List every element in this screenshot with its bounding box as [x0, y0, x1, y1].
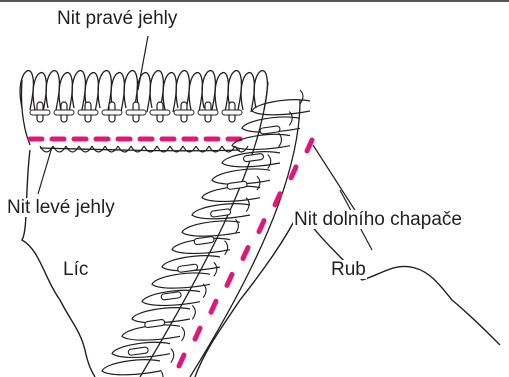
diag-scallop: [171, 348, 174, 362]
diag-thread-bar: [260, 126, 281, 135]
diag-scallop: [192, 305, 195, 319]
looper-loop: [163, 73, 176, 112]
thread-bar: [78, 110, 98, 115]
diag-edge-outer: [140, 82, 268, 377]
diag-thread-bar: [128, 347, 149, 356]
diag-needle-stitch: [291, 167, 296, 178]
leader-left-needle: [38, 147, 52, 194]
diag-loop: [182, 221, 240, 236]
scallop: [144, 146, 157, 152]
scallop: [131, 146, 144, 152]
thread-bar: [126, 110, 146, 115]
looper-loop: [189, 73, 202, 112]
thread-bar: [54, 110, 74, 115]
diag-scallop: [214, 262, 217, 276]
thread-bar: [30, 110, 50, 115]
label-face: Líc: [62, 260, 89, 279]
thread-bar: [102, 110, 122, 115]
label-left-needle-thread: Nit levé jehly: [6, 198, 116, 217]
diag-needle-stitch: [179, 355, 184, 366]
diag-needle-stitch: [195, 328, 200, 339]
diag-scallop: [182, 327, 185, 341]
diag-needle-stitch: [211, 301, 216, 312]
diag-thread-bar: [227, 181, 248, 190]
diag-thread-bar: [243, 153, 264, 162]
label-back: Rub: [330, 260, 367, 279]
diag-scallop: [160, 370, 163, 377]
diag-needle-stitch: [307, 140, 312, 151]
looper-loop: [72, 71, 85, 110]
scallop: [105, 146, 118, 152]
thread-bar: [150, 110, 170, 115]
diag-loop: [102, 360, 160, 375]
diag-thread-bar: [177, 264, 198, 273]
looper-loop: [46, 71, 59, 110]
label-right-needle-thread: Nit pravé jehly: [56, 9, 178, 28]
diag-needle-stitch: [243, 248, 248, 259]
diag-needle-stitch: [227, 274, 232, 285]
diagonal-seam: [102, 82, 312, 377]
diag-thread-bar: [194, 236, 215, 245]
horizontal-seam: [20, 71, 267, 152]
thread-bar: [174, 110, 194, 115]
leader-looper: [313, 145, 358, 215]
diag-scallop: [225, 241, 228, 255]
diag-scallop: [278, 133, 281, 147]
looper-loop: [215, 73, 228, 112]
scallop: [118, 146, 131, 152]
diag-loop: [152, 273, 210, 288]
looper-loop: [241, 73, 254, 112]
leader-right-needle: [138, 36, 148, 90]
thread-bar: [222, 110, 242, 115]
seam-edge-left: [21, 80, 30, 145]
diag-needle-stitch: [259, 221, 264, 232]
fabric-outline-right-lower: [195, 210, 300, 377]
thread-bar: [198, 110, 218, 115]
diag-scallop: [268, 155, 271, 169]
diag-thread-bar: [144, 319, 165, 328]
label-looper-thread: Nit dolního chapače: [293, 210, 463, 229]
